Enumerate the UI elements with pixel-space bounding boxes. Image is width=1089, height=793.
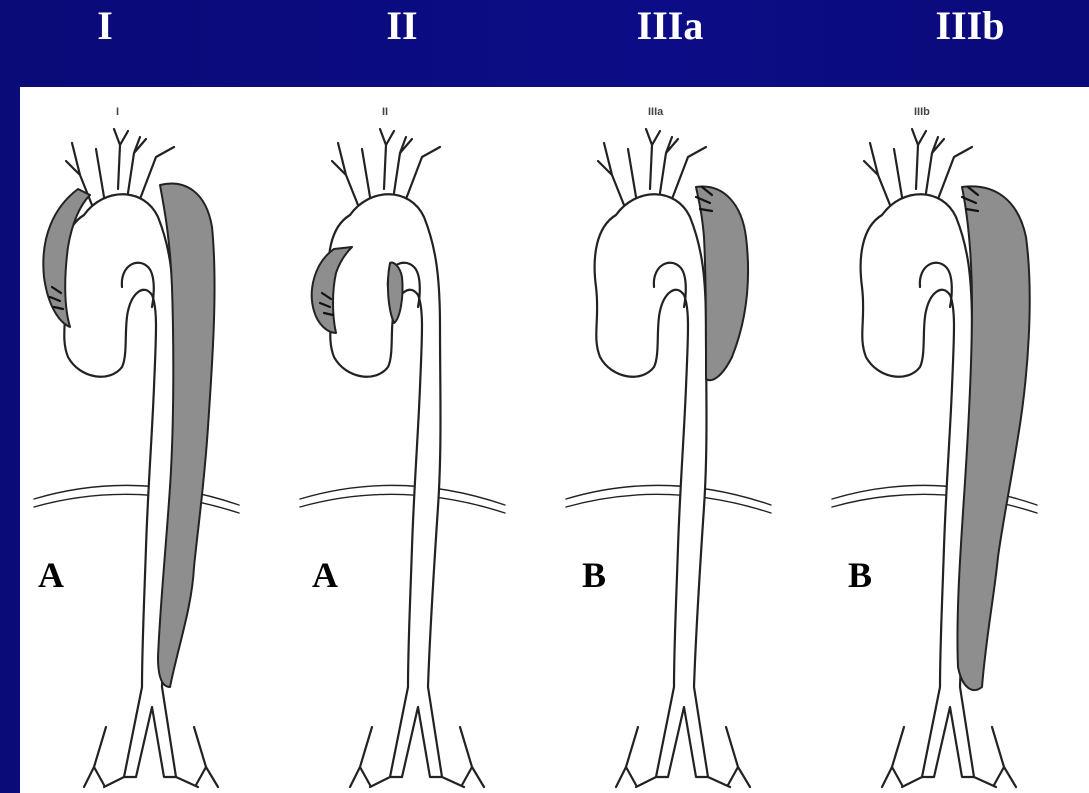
- panel-type-3a: IIIa B: [566, 106, 771, 787]
- panel-small-label-1: I: [116, 106, 119, 118]
- slide-title-4: IIIb: [905, 2, 1035, 50]
- panel-small-label-2: II: [382, 106, 388, 118]
- panel-type-3b: IIIb B: [832, 106, 1037, 787]
- false-lumen-arch: [388, 263, 403, 323]
- panel-small-label-4: IIIb: [914, 106, 930, 118]
- class-label-2: A: [312, 555, 338, 595]
- slide-title-2: II: [352, 2, 452, 50]
- panel-type-2: II A: [300, 106, 505, 787]
- illustration-panel: I A II A IIIa B IIIb B: [20, 87, 1089, 793]
- class-label-1: A: [38, 555, 64, 595]
- panel-small-label-3: IIIa: [648, 106, 664, 118]
- slide-title-3: IIIa: [610, 2, 730, 50]
- slide-title-1: I: [55, 2, 155, 50]
- class-label-3: B: [582, 555, 606, 595]
- aorta-diagram: I A II A IIIa B IIIb B: [20, 87, 1089, 793]
- class-label-4: B: [848, 555, 872, 595]
- panel-type-1: I A: [34, 106, 239, 787]
